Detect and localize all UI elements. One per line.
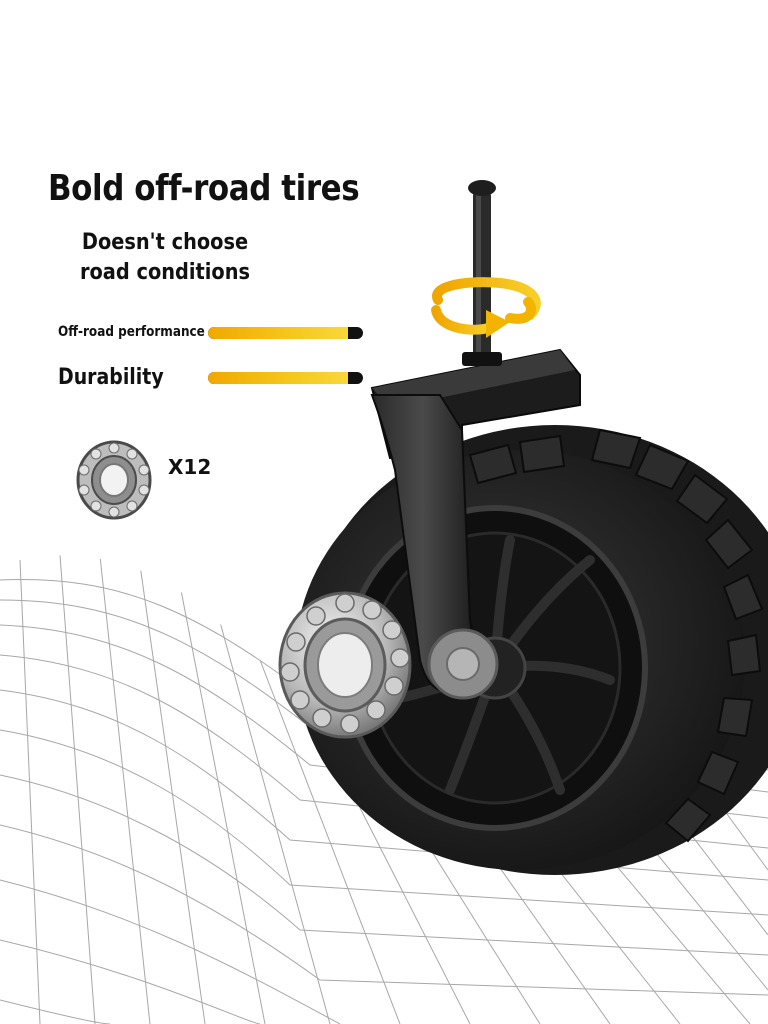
metric-bar-fill [208, 327, 348, 339]
axle-bearing [278, 591, 412, 739]
metric-durability: Durability [58, 365, 368, 395]
metric-label: Off-road performance [58, 324, 205, 340]
caster-fork [370, 180, 581, 700]
headline: Bold off-road tires [48, 168, 360, 209]
metric-bar [208, 327, 363, 339]
metric-bar [208, 372, 363, 384]
subtitle: Doesn't choose road conditions [79, 230, 251, 285]
metric-off-road: Off-road performance [58, 320, 368, 350]
metric-label: Durability [58, 365, 164, 390]
ball-bearing-icon [76, 440, 152, 520]
bearing-count: X12 [168, 455, 212, 479]
rotation-arrow-icon [431, 277, 541, 338]
metric-bar-fill [208, 372, 348, 384]
